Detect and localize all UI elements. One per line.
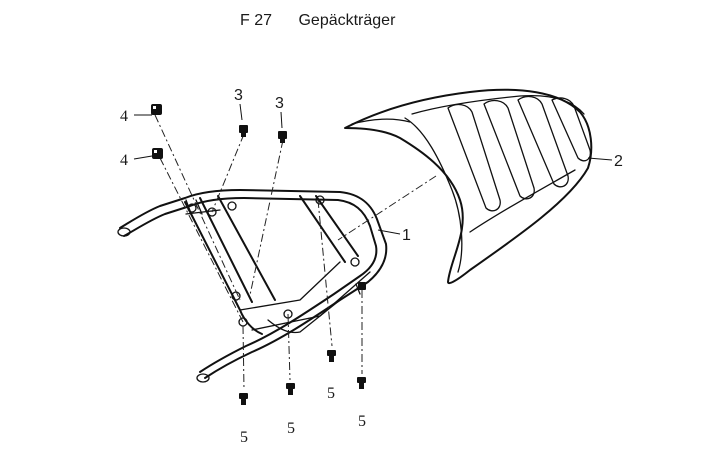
callout-frame: 1 <box>402 227 411 244</box>
luggage-rack-frame <box>117 189 388 383</box>
frame-stud <box>358 282 366 290</box>
screw-c <box>286 383 295 395</box>
nut-lower <box>152 148 163 159</box>
callout-screw-b: 5 <box>358 413 366 430</box>
callout-screw-a: 5 <box>327 385 335 402</box>
bolt-left <box>239 125 248 137</box>
figure-title: Gepäckträger <box>298 12 396 29</box>
top-case-plate <box>344 88 593 285</box>
bolt-right <box>278 131 287 143</box>
callout-screw-c: 5 <box>287 420 295 437</box>
screw-b <box>357 377 366 389</box>
leader-lines <box>133 103 613 235</box>
screw-a <box>327 350 336 362</box>
callout-screw-d: 5 <box>240 429 248 446</box>
alignment-lines <box>154 114 437 391</box>
callout-bolt-right: 3 <box>275 95 284 112</box>
page-title: F 27 Gepäckträger <box>240 12 395 30</box>
figure-code: F 27 <box>240 12 273 29</box>
callout-bolt-left: 3 <box>234 87 243 104</box>
nut-top <box>151 104 162 115</box>
callout-top-case-plate: 2 <box>614 153 623 170</box>
screw-d <box>239 393 248 405</box>
callout-nut-top: 4 <box>120 108 128 125</box>
callout-nut-lower: 4 <box>120 152 128 169</box>
